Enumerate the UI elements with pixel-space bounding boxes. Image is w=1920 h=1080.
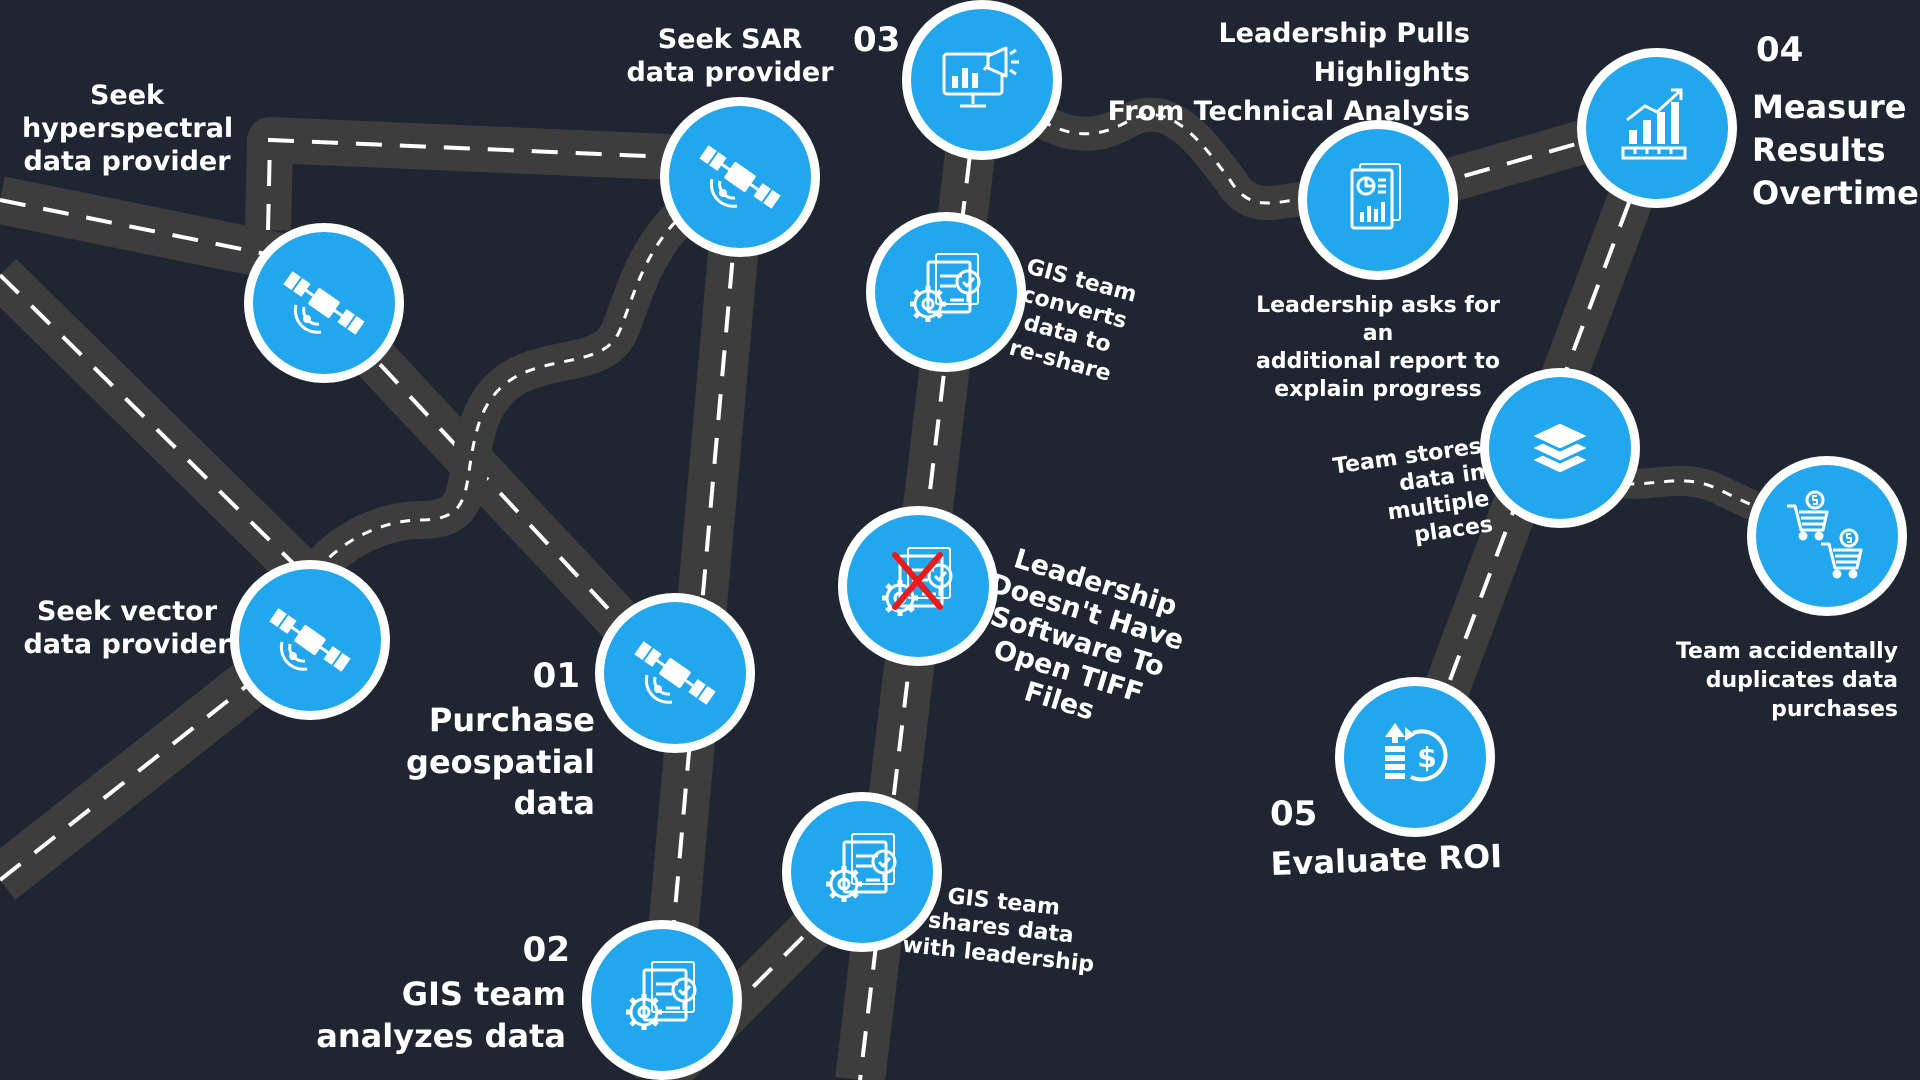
step-02-label: GIS team analyzes data [316, 975, 566, 1055]
node-highlights [902, 0, 1062, 160]
node-hyperspectral [244, 223, 404, 383]
step-01-label: Purchase geospatial data [406, 701, 595, 823]
node-vector [230, 560, 390, 720]
node-stores [1480, 368, 1640, 528]
node-convert-disc [875, 221, 1017, 363]
node-duplicates-disc [1756, 465, 1898, 607]
step-04-label: Measure Results Overtime [1752, 88, 1919, 213]
node-analyze [582, 920, 742, 1080]
road-vector-diagonal-dashes [0, 273, 312, 582]
step-05-number: 05 [1270, 794, 1318, 834]
seek-vector-label: Seek vector data provider [23, 596, 231, 660]
node-convert [866, 212, 1026, 372]
node-roi [1335, 677, 1495, 837]
node-analyze-disc [591, 929, 733, 1071]
step-05-label: Evaluate ROI [1270, 836, 1503, 883]
report-document-icon [1350, 162, 1402, 230]
node-measure [1577, 48, 1737, 208]
node-share [782, 792, 942, 952]
step-02-number: 02 [522, 930, 570, 970]
leadership-report-label: Leadership asks for an additional report… [1255, 293, 1501, 403]
seek-sar-label: Seek SAR data provider [626, 24, 834, 88]
node-purchase [595, 593, 755, 753]
step-03-number: 03 [853, 20, 901, 60]
step-01-number: 01 [532, 656, 580, 696]
seek-hyperspectral-label: Seek hyperspectral data provider [22, 80, 234, 177]
node-highlights-disc [911, 9, 1053, 151]
node-layer [230, 0, 1907, 1080]
road-hyperspectral-to-purchase [303, 284, 687, 691]
node-duplicates [1747, 456, 1907, 616]
road-sar-to-vector-winding-dashes [298, 173, 741, 621]
node-report [1298, 120, 1458, 280]
node-roi-disc [1344, 686, 1486, 828]
step-03-label: Leadership Pulls Highlights From Technic… [1107, 18, 1470, 128]
road-top-loop-dashes [266, 137, 741, 231]
node-share-disc [791, 801, 933, 943]
node-sar [660, 97, 820, 257]
road-highlights-winding [967, 57, 1385, 220]
cross-icon [892, 552, 943, 610]
duplicates-label: Team accidentally duplicates data purcha… [1675, 639, 1898, 723]
road-measure-to-roi-dashes [1418, 119, 1662, 761]
step-04-number: 04 [1756, 30, 1804, 70]
